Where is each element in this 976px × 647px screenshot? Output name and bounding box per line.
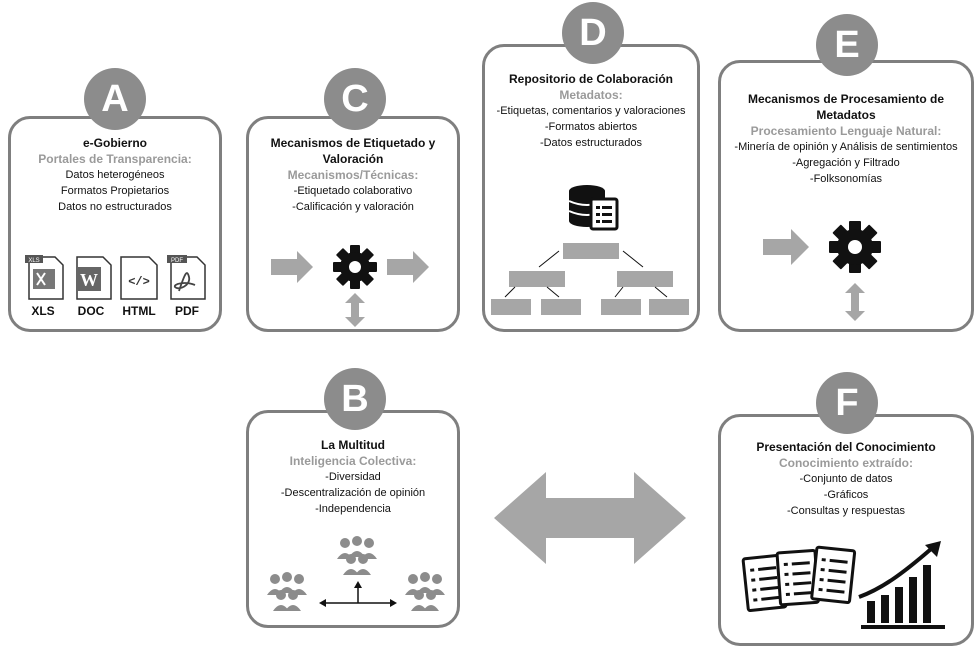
doc-file-icon: W (76, 256, 112, 300)
box-e-title: Mecanismos de Procesamiento de (747, 92, 945, 106)
box-c-etiquetado: Mecanismos de Etiquetado y Valoración Me… (246, 116, 460, 332)
badge-a: A (84, 68, 146, 130)
box-e-procesamiento: Mecanismos de Procesamiento de Metadatos… (718, 60, 974, 332)
box-a-title: e-Gobierno (82, 136, 147, 150)
doc-label: DOC (78, 304, 105, 318)
box-c-subtitle: Mecanismos/Técnicas: (287, 168, 419, 182)
box-f-presentacion: Presentación del Conocimiento Conocimien… (718, 414, 974, 646)
c-process-graphic (271, 245, 429, 327)
xls-label: XLS (31, 304, 54, 318)
pdf-tag: PDF (171, 258, 183, 264)
growth-chart-icon (858, 541, 945, 629)
box-c-title-2: Valoración (322, 152, 384, 166)
hierarchy-tree (491, 243, 689, 315)
right-arrow-icon (387, 251, 429, 283)
badge-e: E (816, 14, 878, 76)
box-f-subtitle: Conocimiento extraído: (778, 456, 913, 470)
xls-file-icon: XLS (25, 255, 64, 300)
documents-list-icon (741, 545, 857, 613)
horizontal-double-arrow-icon (494, 472, 686, 564)
box-d-title: Repositorio de Colaboración (508, 72, 673, 86)
right-arrow-icon (763, 229, 809, 265)
gear-icon (333, 245, 377, 289)
box-b-item: -Descentralización de opinión (280, 487, 426, 499)
d-hierarchy-graphic (491, 185, 689, 315)
box-f-item: -Consultas y respuestas (787, 505, 905, 517)
box-d-subtitle: Metadatos: (559, 88, 623, 102)
html-file-icon: </> (120, 256, 158, 300)
box-a-item: Datos no estructurados (58, 201, 172, 213)
box-a-egobierno: e-Gobierno Portales de Transparencia: Da… (8, 116, 222, 332)
group-of-people-icon (267, 572, 307, 611)
badge-b: B (324, 368, 386, 430)
box-d-item: -Datos estructurados (539, 137, 643, 149)
xls-tag: XLS (28, 258, 39, 264)
box-d-item: -Formatos abiertos (544, 121, 638, 133)
box-b-item: -Independencia (315, 503, 391, 515)
box-b-item: -Diversidad (325, 471, 381, 483)
box-e-item: -Folksonomías (809, 173, 883, 185)
box-f-item: -Gráficos (823, 489, 869, 501)
badge-d: D (562, 2, 624, 64)
box-f-item: -Conjunto de datos (799, 473, 893, 485)
box-a-subtitle: Portales de Transparencia: (38, 152, 192, 166)
box-b-subtitle: Inteligencia Colectiva: (289, 454, 417, 468)
group-of-people-icon (405, 572, 445, 611)
database-icon (568, 185, 619, 231)
box-e-title-2: Metadatos (816, 108, 876, 122)
f-results-graphic (741, 541, 945, 629)
box-e-subtitle: Procesamiento Lenguaje Natural: (750, 124, 942, 138)
pdf-label: PDF (175, 304, 199, 318)
box-e-item: -Agregación y Filtrado (792, 157, 900, 169)
box-c-title: Mecanismos de Etiquetado y (270, 136, 436, 150)
vertical-double-arrow-icon (345, 293, 365, 327)
gear-icon (829, 221, 881, 273)
html-tag: </> (128, 275, 150, 289)
badge-c: C (324, 68, 386, 130)
vertical-double-arrow-icon (845, 283, 865, 321)
right-arrow-icon (271, 251, 313, 283)
box-c-item: -Etiquetado colaborativo (293, 185, 413, 197)
connection-arrows-icon (319, 581, 397, 607)
badge-f: F (816, 372, 878, 434)
pdf-file-icon: PDF (167, 255, 206, 300)
doc-tag: W (80, 270, 98, 290)
b-crowd-graphic (267, 536, 445, 611)
box-b-title: La Multitud (321, 438, 385, 452)
box-c-item: -Calificación y valoración (292, 201, 414, 213)
box-f-title: Presentación del Conocimiento (756, 440, 936, 454)
box-a-item: Formatos Propietarios (60, 185, 170, 197)
file-icons-row: XLS XLS W DOC </> HTML PDF PDF (25, 255, 206, 318)
box-b-multitud: La Multitud Inteligencia Colectiva: -Div… (246, 410, 460, 628)
e-process-graphic (763, 221, 881, 321)
html-label: HTML (122, 304, 155, 318)
box-a-item: Datos heterogéneos (65, 169, 165, 181)
box-d-repositorio: Repositorio de Colaboración Metadatos: -… (482, 44, 700, 332)
group-of-people-icon (337, 536, 377, 575)
box-e-item: -Minería de opinión y Análisis de sentim… (734, 141, 958, 153)
box-d-item: -Etiquetas, comentarios y valoraciones (496, 105, 686, 117)
